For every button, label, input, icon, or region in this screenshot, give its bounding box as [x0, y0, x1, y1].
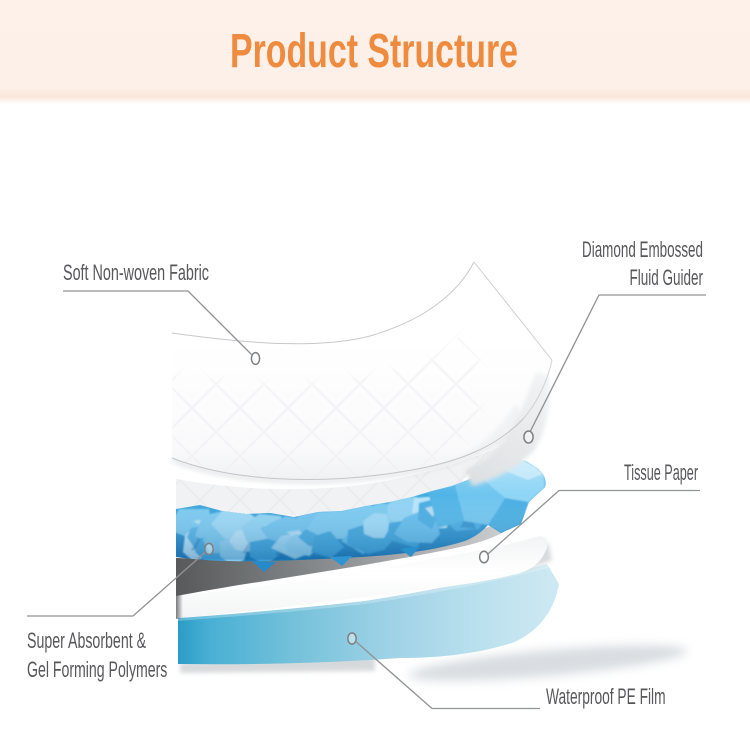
svg-text:Tissue Paper: Tissue Paper — [624, 460, 698, 485]
svg-text:Soft Non-woven Fabric: Soft Non-woven Fabric — [63, 260, 209, 285]
svg-text:Product Structure: Product Structure — [230, 23, 518, 77]
svg-text:Diamond Embossed: Diamond Embossed — [582, 236, 703, 261]
svg-text:Fluid Guider: Fluid Guider — [629, 265, 703, 290]
svg-text:Waterproof PE Film: Waterproof PE Film — [546, 684, 666, 709]
svg-text:Gel Forming Polymers: Gel Forming Polymers — [27, 657, 167, 682]
svg-text:Super Absorbent &: Super Absorbent & — [27, 628, 147, 653]
